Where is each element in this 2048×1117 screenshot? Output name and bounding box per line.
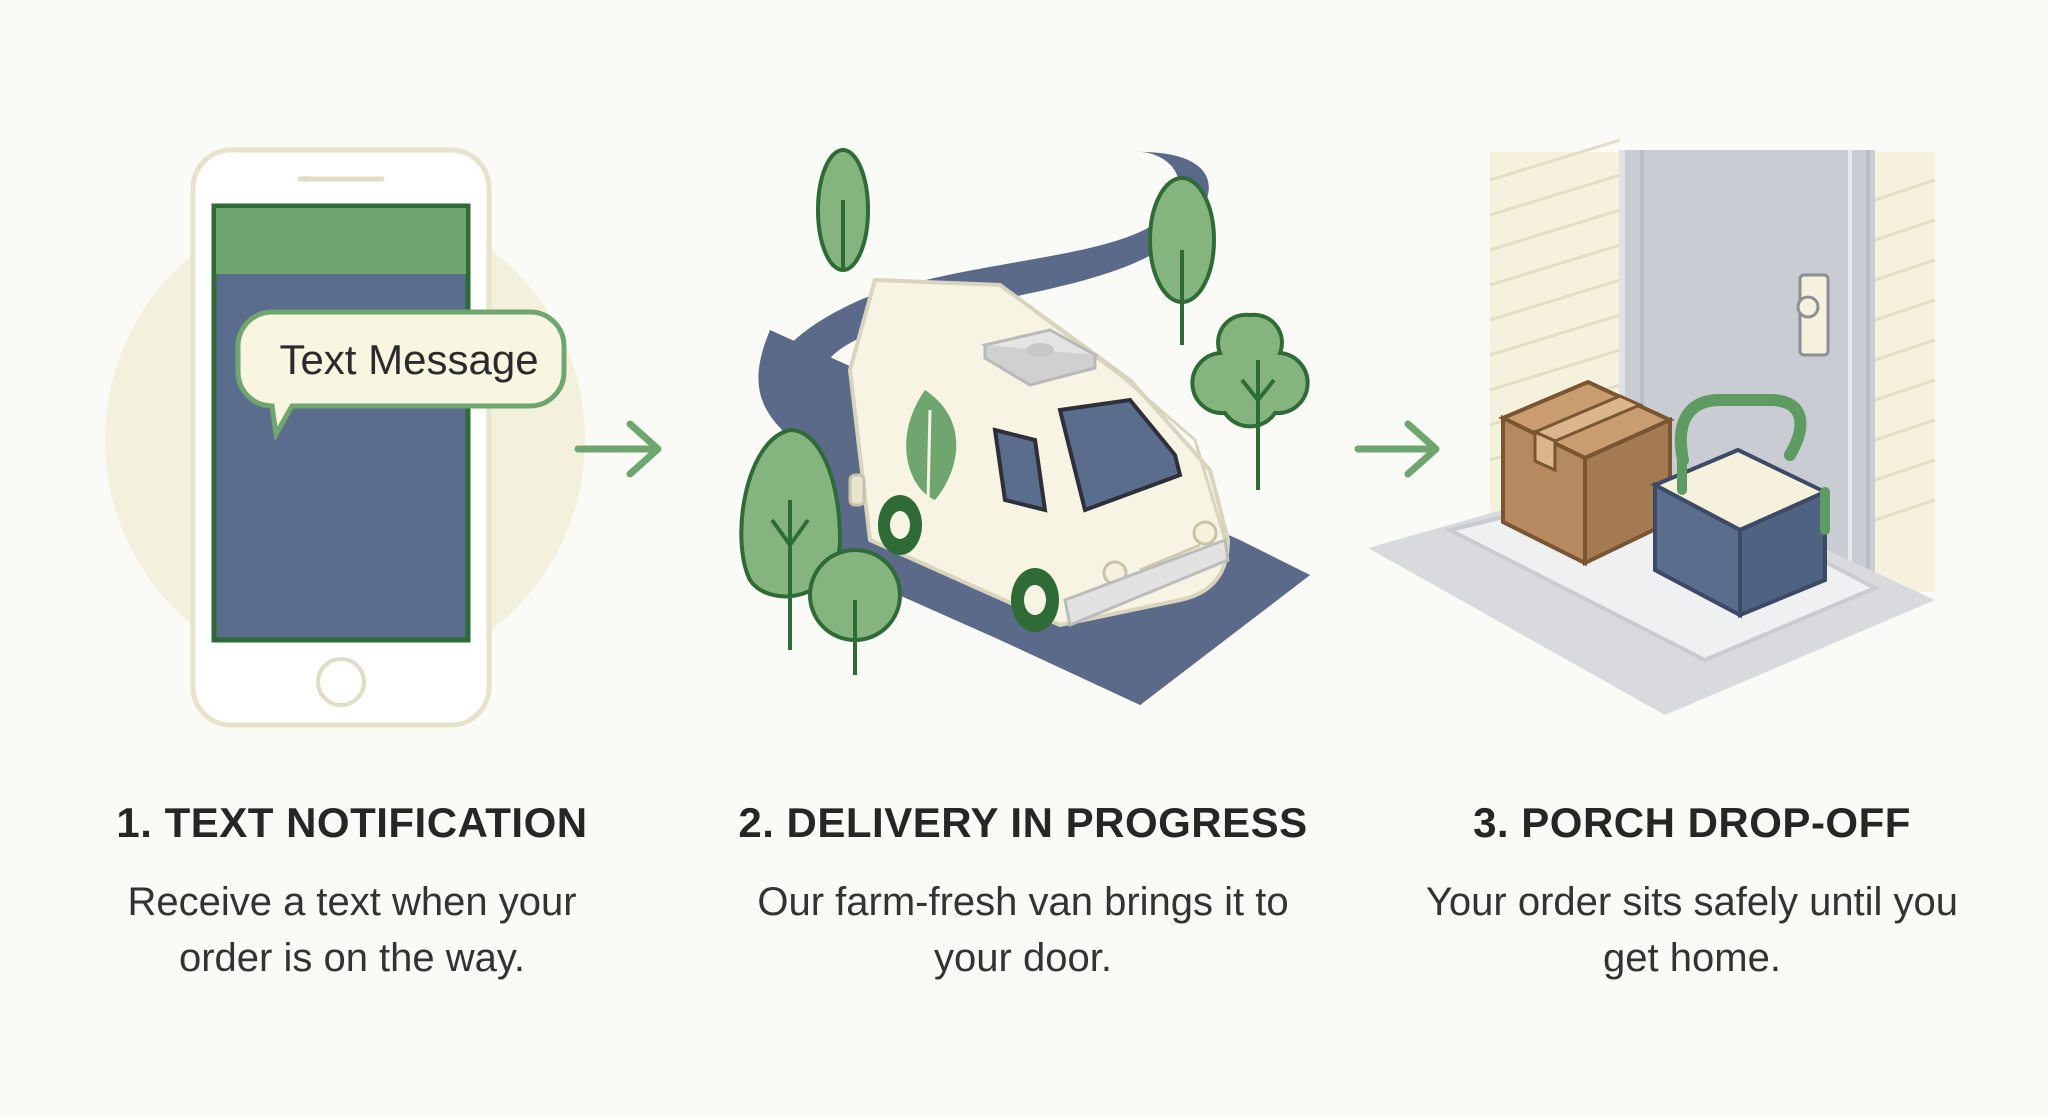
tree-icon	[808, 548, 902, 675]
tree-icon	[816, 148, 870, 272]
step-description: Your order sits safely until you get hom…	[1425, 880, 1959, 981]
cardboard-box-icon	[1498, 379, 1675, 567]
step-description: Receive a text when your order is on the…	[127, 880, 577, 981]
step-title: 3. PORCH DROP-OFF	[1473, 799, 1911, 846]
step-3: 3. PORCH DROP-OFF Your order sits safely…	[1372, 799, 2012, 986]
arrow-right-icon	[574, 420, 662, 478]
step-description: Our farm-fresh van brings it to your doo…	[757, 880, 1289, 981]
bubble-label: Text Message	[279, 336, 538, 383]
cooler-icon	[1650, 394, 1830, 619]
tree-icon	[739, 427, 843, 650]
wheel-icon	[878, 495, 922, 555]
porch-package-icon	[1368, 138, 1936, 715]
phone-icon: Text Message	[105, 147, 585, 728]
tree-icon	[1148, 176, 1216, 345]
step-title: 1. TEXT NOTIFICATION	[116, 799, 588, 846]
step-2: 2. DELIVERY IN PROGRESS Our farm-fresh v…	[703, 799, 1343, 986]
step-title: 2. DELIVERY IN PROGRESS	[738, 799, 1308, 846]
tree-icon	[1190, 312, 1310, 490]
delivery-van-icon	[739, 148, 1310, 706]
step-1: 1. TEXT NOTIFICATION Receive a text when…	[32, 799, 672, 986]
wheel-icon	[1011, 568, 1059, 632]
text-message-bubble: Text Message	[235, 309, 567, 442]
arrow-right-icon	[1354, 420, 1440, 478]
